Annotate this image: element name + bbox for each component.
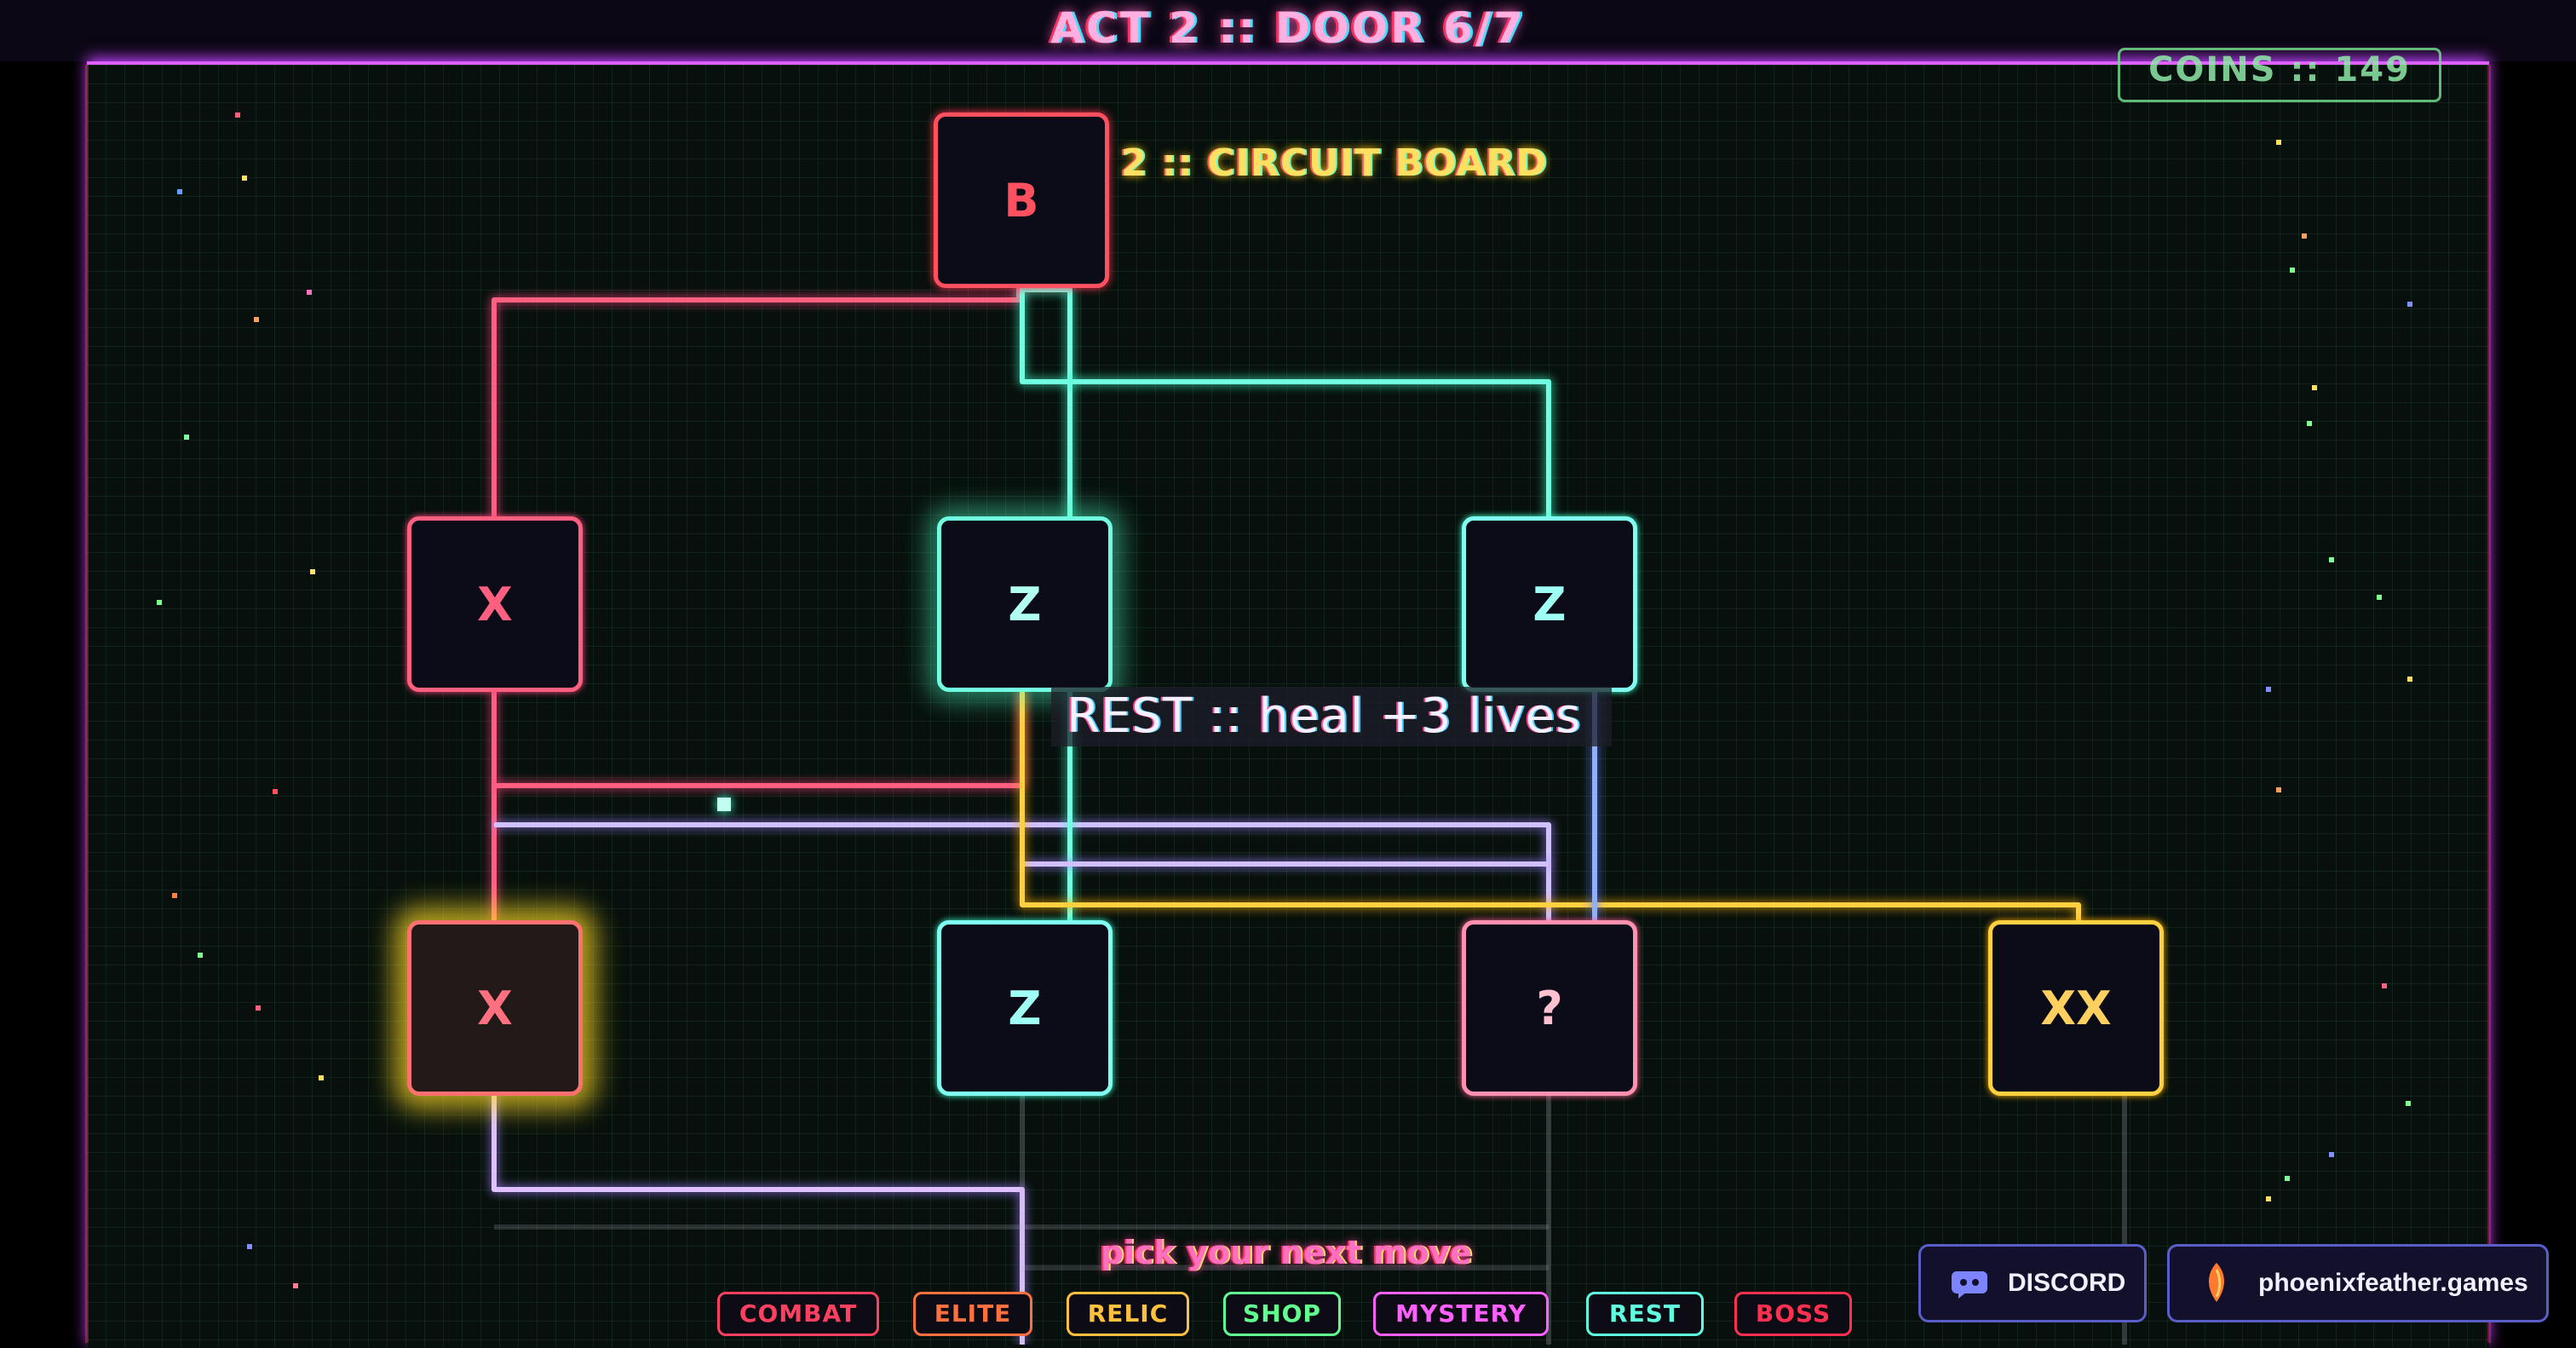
node-label: ? xyxy=(1536,981,1563,1035)
star xyxy=(2329,1152,2334,1157)
wire-r2c4-to-r1c2 xyxy=(1020,690,2081,922)
star xyxy=(2276,140,2281,145)
star xyxy=(157,600,162,605)
star xyxy=(2307,421,2312,426)
map-node-row2-col2[interactable]: Z xyxy=(937,920,1113,1096)
star xyxy=(177,189,182,194)
star xyxy=(2302,233,2307,239)
star xyxy=(2266,1196,2271,1201)
legend-rest: REST xyxy=(1586,1292,1704,1336)
map-node-boss[interactable]: B xyxy=(934,112,1109,288)
wire-x-to-boss xyxy=(492,286,1021,520)
next-move-prompt: pick your next move xyxy=(1100,1234,1473,1271)
star xyxy=(2290,268,2295,273)
node-label: X xyxy=(477,577,513,631)
map-node-row2-col1[interactable]: X xyxy=(407,920,583,1096)
feather-icon xyxy=(2208,1263,2225,1302)
star xyxy=(184,435,189,440)
star xyxy=(310,569,315,574)
legend-elite: ELITE xyxy=(913,1292,1032,1336)
star xyxy=(235,112,240,118)
legend-combat: COMBAT xyxy=(717,1292,879,1336)
star xyxy=(254,317,259,322)
site-link-button[interactable]: phoenixfeather.games xyxy=(2167,1244,2549,1322)
wire-r2c1-to-r1c3 xyxy=(494,822,1551,922)
discord-label: DISCORD xyxy=(2008,1269,2126,1297)
node-label: XX xyxy=(2040,981,2112,1035)
map-board xyxy=(87,61,2489,1348)
node-label: X xyxy=(477,981,513,1035)
wire-z2-to-boss xyxy=(1020,286,1551,520)
wire-z-to-boss xyxy=(1022,287,1072,520)
star xyxy=(2266,687,2271,692)
node-label: B xyxy=(1003,173,1039,228)
star xyxy=(293,1283,298,1288)
node-label: Z xyxy=(1532,577,1567,631)
map-node-row2-col3[interactable]: ? xyxy=(1462,920,1637,1096)
node-label: Z xyxy=(1008,981,1042,1035)
legend-mystery: MYSTERY xyxy=(1373,1292,1549,1336)
discord-button[interactable]: DISCORD xyxy=(1918,1244,2147,1322)
star xyxy=(2382,983,2387,988)
node-label: Z xyxy=(1008,577,1042,631)
board-edge-right xyxy=(2487,65,2491,1343)
wire-r2c1-to-r1c2 xyxy=(494,690,1025,788)
map-node-row2-col4[interactable]: XX xyxy=(1988,920,2164,1096)
map-subtitle: ACT 2 :: CIRCUIT BOARD xyxy=(1022,141,1548,185)
top-bar xyxy=(0,0,2576,61)
wire-r2c1-down xyxy=(492,1092,1025,1345)
site-label: phoenixfeather.games xyxy=(2258,1269,2528,1297)
star xyxy=(319,1075,324,1080)
discord-icon xyxy=(1952,1271,1987,1299)
act-door-title: ACT 2 :: DOOR 6/7 xyxy=(1050,3,1526,53)
star xyxy=(198,953,203,958)
node-tooltip: REST :: heal +3 lives xyxy=(1051,687,1612,746)
star xyxy=(247,1244,252,1249)
map-node-row1-col3[interactable]: Z xyxy=(1462,516,1637,692)
player-marker xyxy=(717,798,731,811)
map-node-row1-col1[interactable]: X xyxy=(407,516,583,692)
legend-shop: SHOP xyxy=(1223,1292,1341,1336)
star xyxy=(2312,385,2317,390)
star xyxy=(256,1005,261,1011)
legend-relic: RELIC xyxy=(1067,1292,1189,1336)
star xyxy=(2407,677,2412,682)
star xyxy=(2285,1176,2290,1181)
star xyxy=(307,290,312,295)
star xyxy=(2377,595,2382,600)
coins-counter: COINS :: 149 xyxy=(2118,48,2441,102)
board-edge-left xyxy=(85,65,89,1343)
star xyxy=(2276,787,2281,792)
star xyxy=(2406,1101,2411,1106)
star xyxy=(273,789,278,794)
star xyxy=(2407,302,2412,307)
star xyxy=(2329,557,2334,562)
star xyxy=(242,176,247,181)
map-node-row1-col2[interactable]: Z xyxy=(937,516,1113,692)
legend-boss: BOSS xyxy=(1734,1292,1852,1336)
star xyxy=(172,893,177,898)
